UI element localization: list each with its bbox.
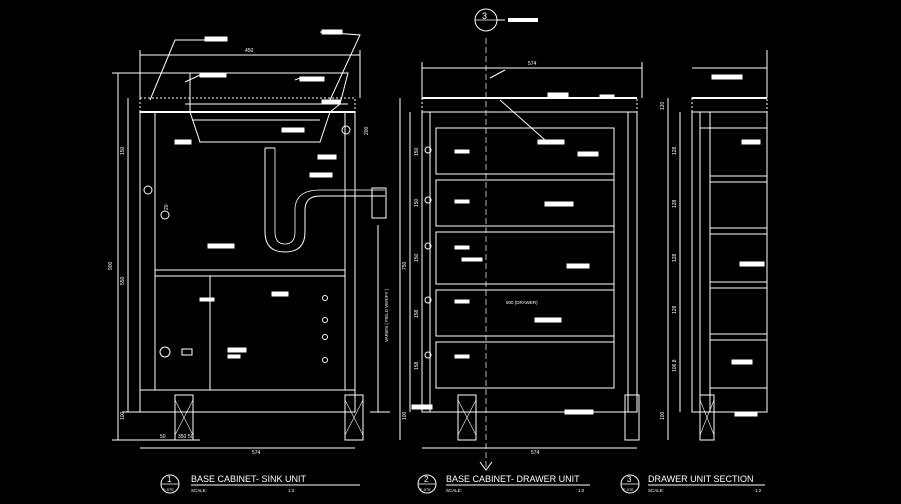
dim-sink-kick-b: 350 [178,434,187,440]
dim-sink-varies: VARIES ( FIELD VERIFY ) [384,288,389,342]
dim-sink-kick-a: 50 [160,434,166,440]
view-1-number: 1 [167,475,172,484]
dim-sink-150: 150 [120,146,126,155]
view-1-scale-label: SCALE: [191,488,207,493]
dim-drawer-kick: 100 [402,411,408,420]
dim-drawer-3: 150 [414,253,420,262]
view-1-title: BASE CABINET- SINK UNIT [191,474,307,484]
dim-drawer-2: 150 [414,198,420,207]
dim-section-kick: 100 [660,411,666,420]
sink-unit-dimensions: 450 574 900 550 100 50 350 50 150 200 20… [108,48,389,456]
dim-section-top: 120 [660,101,666,110]
dim-sink-total: 900 [108,261,114,270]
drawer-section-view [667,50,768,441]
dim-sink-20: 20 [164,204,170,210]
view-2-title: BASE CABINET- DRAWER UNIT [446,474,580,484]
dim-drawer-bottom: 574 [531,450,540,456]
dim-drawer-5: 158 [414,361,420,370]
title-block-2: 2 F-07E BASE CABINET- DRAWER UNIT SCALE:… [417,474,590,494]
view-3-scale-label: SCALE: [648,488,664,493]
dim-sink-kick-c: 50 [188,434,194,440]
drawer-unit-dimensions: 574 574 750 500 (DRAWER) 150 150 150 158… [402,61,540,456]
dim-drawer-height: 750 [402,261,408,270]
dim-section-1: 128 [672,146,678,155]
sink-unit-elevation [112,29,390,449]
dim-drawer-inner: 500 (DRAWER) [506,300,538,305]
view-2-number: 2 [424,475,429,484]
view-3-number: 3 [627,475,632,484]
dim-section-5: 106.8 [672,359,678,372]
title-block-3: 3 F-07E DRAWER UNIT SECTION SCALE: 1:2 [620,474,765,494]
view-3-scale: 1:2 [755,488,762,493]
dim-section-3: 128 [672,253,678,262]
dim-drawer-1: 150 [414,147,420,156]
title-block-1: 1 F-07E BASE CABINET- SINK UNIT SCALE: 1… [160,474,360,494]
dim-drawer-4: 158 [414,309,420,318]
section-marker: 3 [474,8,538,32]
dim-section-2: 128 [672,199,678,208]
view-3-ref: F-07E [623,487,634,492]
dim-sink-200: 200 [364,126,370,135]
dim-sink-kick: 100 [120,411,126,420]
dim-sink-top: 450 [245,48,254,54]
view-2-scale: 1:2 [578,488,585,493]
drawer-section-dimensions: 128 128 128 128 106.8 120 100 [660,101,678,420]
view-1-scale: 1:2 [288,488,295,493]
view-2-scale-label: SCALE: [446,488,462,493]
dim-drawer-top: 574 [528,61,537,67]
dim-sink-bottom: 574 [252,450,261,456]
dim-sink-inner: 550 [120,276,126,285]
dim-section-4: 128 [672,305,678,314]
view-3-title: DRAWER UNIT SECTION [648,474,754,484]
view-1-ref: F-07E [163,487,174,492]
view-2-ref: F-07E [420,487,431,492]
drawer-unit-elevation [399,38,643,471]
section-marker-number: 3 [482,11,487,21]
